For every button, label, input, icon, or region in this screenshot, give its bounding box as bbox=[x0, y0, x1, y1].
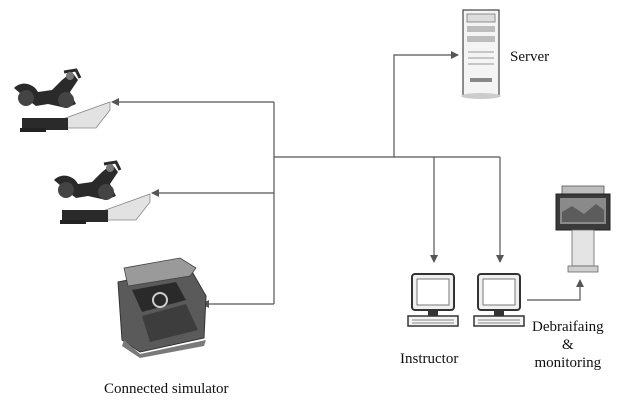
debriefing-display-kiosk-icon bbox=[555, 185, 611, 273]
debriefing-monitoring-label: Debraifaing & monitoring bbox=[532, 318, 604, 372]
connection-lines bbox=[111, 51, 584, 308]
debriefing-label-line-3: monitoring bbox=[534, 355, 602, 371]
instructor-pc-1-icon bbox=[407, 273, 459, 327]
motorcycle-simulator-2-icon bbox=[54, 160, 151, 224]
instructor-label: Instructor bbox=[400, 351, 459, 367]
server-label: Server bbox=[510, 49, 550, 65]
link-to-server bbox=[393, 51, 459, 157]
debriefing-label-line-2: & bbox=[561, 337, 574, 353]
car-simulator-cabin-icon bbox=[117, 257, 207, 358]
server-tower-icon bbox=[461, 9, 501, 99]
debriefing-label-line-1: Debraifaing bbox=[532, 319, 604, 335]
link-to-debriefing bbox=[527, 279, 584, 301]
motorcycle-simulator-1-icon bbox=[14, 68, 111, 132]
connected-simulator-label: Connected simulator bbox=[104, 381, 229, 397]
instructor-pc-2-icon bbox=[473, 273, 525, 327]
